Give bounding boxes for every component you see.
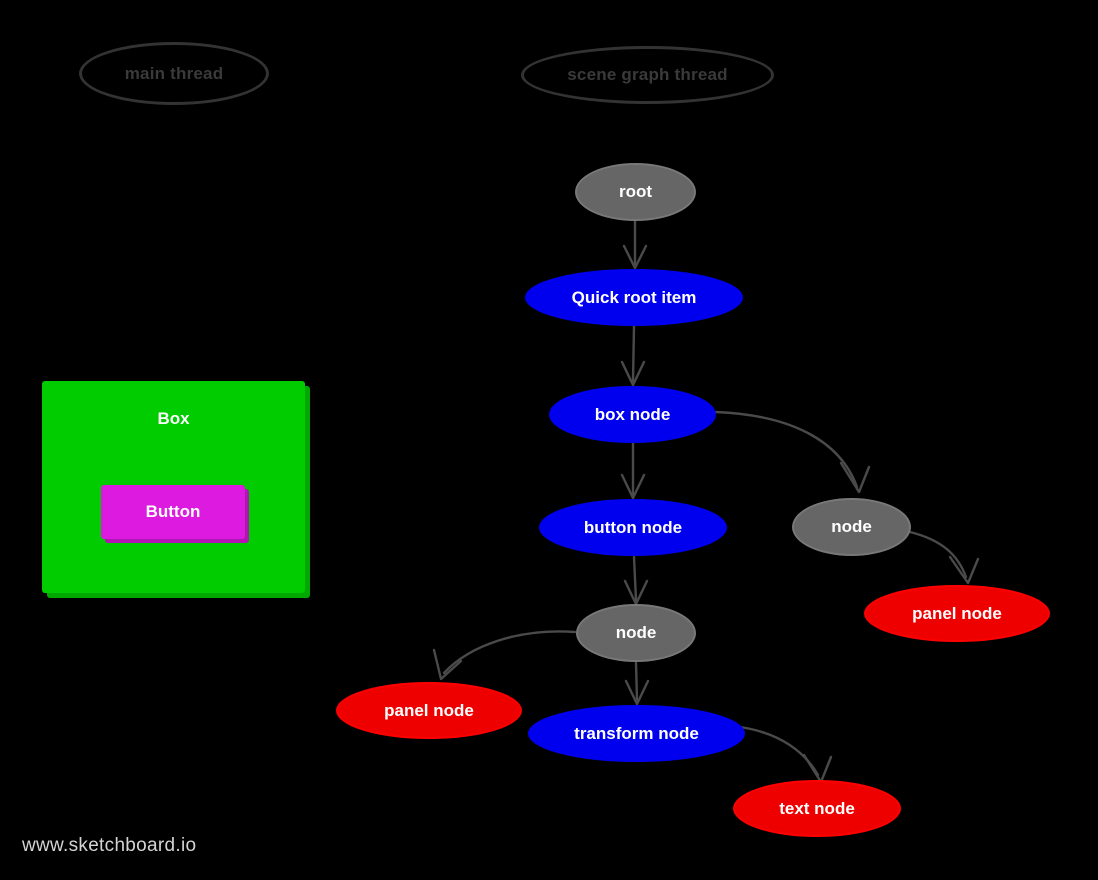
widget-box[interactable]: Box Button [42,381,305,593]
graph-node-label: Quick root item [571,287,697,307]
edge-button-node-to-node-mid [623,555,649,606]
edge-node-mid-to-panel-node-left [432,630,577,681]
graph-node-label: transform node [574,723,699,743]
graph-node-label: box node [594,404,671,424]
edge-root-to-quick-root-item [622,218,648,270]
thread-label-main-thread: main thread [79,42,269,105]
watermark: www.sketchboard.io [22,835,197,856]
graph-node-transform-node[interactable]: transform node [528,705,745,762]
graph-node-button-node[interactable]: button node [539,499,727,556]
graph-node-quick-root-item[interactable]: Quick root item [525,269,743,326]
graph-node-label: panel node [912,603,1002,623]
graph-node-panel-node-left[interactable]: panel node [336,682,522,739]
thread-label-text: main thread [124,63,224,83]
graph-node-text-node[interactable]: text node [733,780,901,837]
thread-label-text: scene graph thread [567,65,728,84]
thread-label-scene-graph-thread: scene graph thread [521,46,774,104]
widget-box-label: Box [157,409,190,428]
graph-node-node-right[interactable]: node [792,498,911,556]
graph-node-label: text node [779,798,855,818]
edge-box-node-to-button-node [620,441,646,500]
edge-node-mid-to-transform-node [624,661,650,706]
edge-box-node-to-node-right [714,410,871,494]
graph-node-label: node [615,623,657,642]
graph-node-box-node[interactable]: box node [549,386,716,443]
graph-node-label: button node [583,517,683,537]
edge-transform-node-to-text-node [738,725,833,784]
edge-node-right-to-panel-node-right [908,530,980,585]
edge-quick-root-item-to-box-node [620,324,646,387]
graph-node-label: panel node [384,700,474,720]
graph-node-panel-node-right[interactable]: panel node [864,585,1050,642]
graph-node-label: node [831,517,872,536]
widget-button[interactable]: Button [101,485,245,539]
graph-node-node-mid[interactable]: node [576,604,696,662]
graph-node-root[interactable]: root [575,163,696,221]
graph-node-label: root [618,182,653,201]
